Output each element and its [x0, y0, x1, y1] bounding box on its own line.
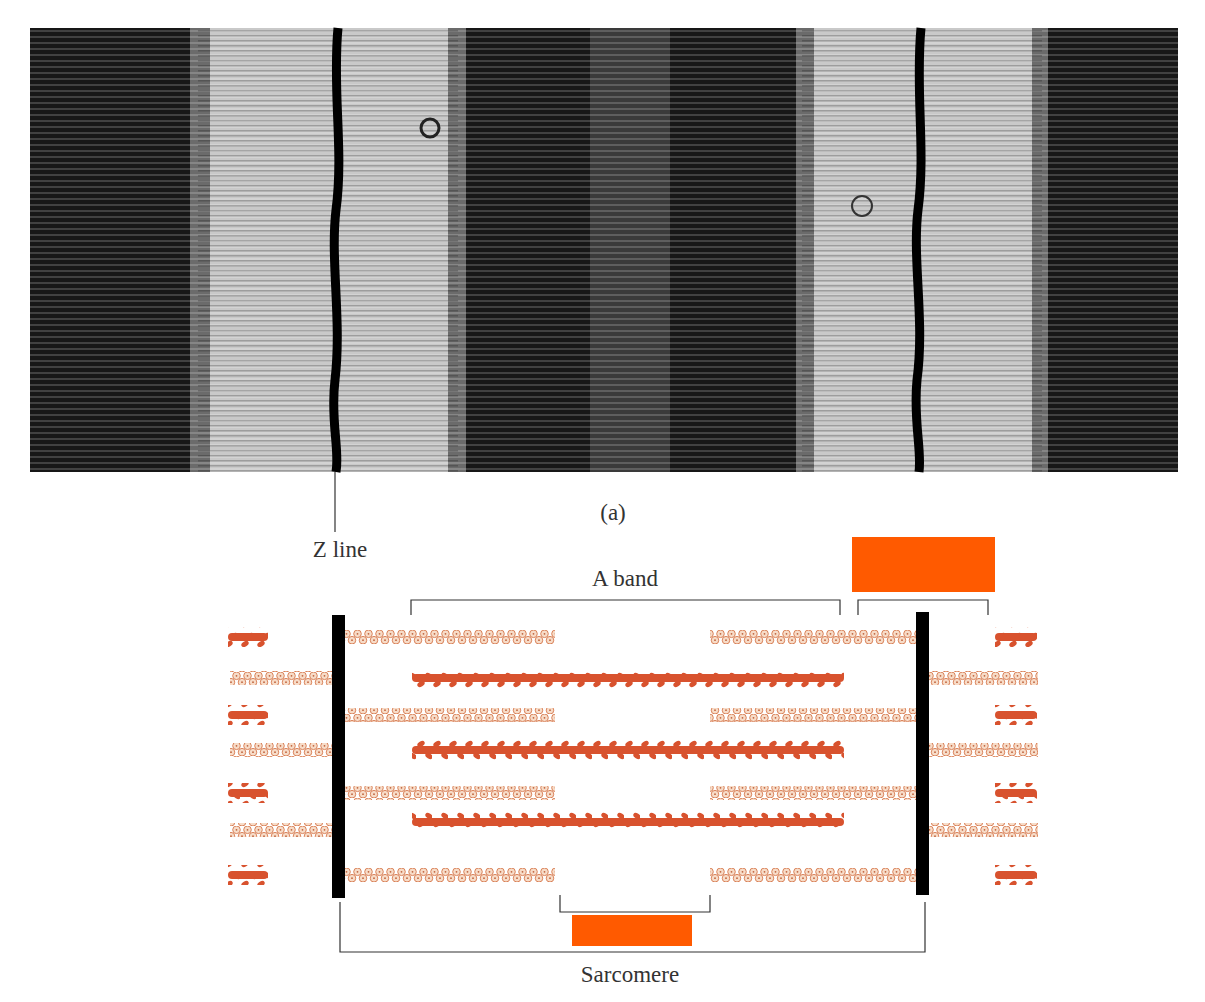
label: Z line — [313, 537, 367, 562]
label: Sarcomere — [581, 962, 679, 987]
sarcomere-bracket — [340, 902, 925, 952]
label: (a) — [600, 500, 626, 525]
z-disc — [916, 612, 929, 895]
z-disc — [332, 615, 345, 898]
micrograph — [30, 28, 1178, 472]
h-zone-bracket — [560, 895, 710, 912]
redaction-box — [852, 537, 995, 592]
leader-line — [334, 472, 335, 532]
a-band-bracket — [411, 600, 840, 615]
label: A band — [592, 566, 658, 591]
thick-filaments — [228, 627, 1037, 885]
redaction-box — [572, 915, 692, 946]
